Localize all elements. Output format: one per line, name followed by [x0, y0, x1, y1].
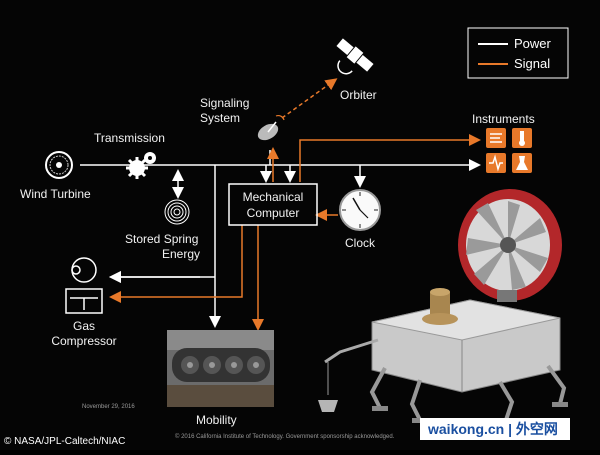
power-lines — [80, 150, 481, 328]
gas-compressor-label-1: Gas — [73, 319, 95, 333]
wind-turbine-label: Wind Turbine — [20, 187, 91, 201]
wind-turbine-icon — [45, 151, 73, 179]
watermark-bg — [420, 418, 570, 440]
gears-icon — [126, 152, 156, 179]
signaling-system-label-2: System — [200, 111, 240, 125]
mobility-label: Mobility — [196, 413, 237, 427]
stored-spring-energy-label-1: Stored Spring — [125, 232, 198, 246]
clock-icon — [339, 189, 381, 231]
signaling-system-label-1: Signaling — [200, 96, 249, 110]
mechanical-computer-label-1: Mechanical — [243, 190, 304, 204]
legend-power-label: Power — [514, 36, 552, 51]
spring-spiral-icon — [164, 199, 190, 225]
footer-date: November 29, 2016 — [82, 404, 135, 410]
satellite-dish-icon — [257, 114, 285, 141]
orbiter-label: Orbiter — [340, 88, 377, 102]
transmission-label: Transmission — [94, 131, 165, 145]
signal-lines — [109, 78, 481, 331]
instrument-tiles — [486, 128, 532, 173]
mechanical-computer-box: Mechanical Computer — [228, 183, 318, 226]
clock-label: Clock — [345, 236, 376, 250]
legend-signal-label: Signal — [514, 56, 550, 71]
image-credit: © NASA/JPL-Caltech/NIAC — [4, 436, 125, 447]
gas-compressor-icon — [65, 257, 103, 314]
mechanical-computer-label-2: Computer — [247, 206, 300, 220]
legend: Power Signal — [467, 27, 569, 79]
gas-compressor-label-2: Compressor — [51, 334, 116, 348]
stored-spring-energy-label-2: Energy — [162, 247, 200, 261]
rover-mast — [430, 292, 450, 318]
instruments-label: Instruments — [472, 112, 535, 126]
mobility-photo — [167, 330, 274, 407]
satellite-icon — [336, 38, 374, 75]
watermark-text: waikong.cn | 外空网 — [427, 421, 558, 437]
footer-copyright: © 2016 California Institute of Technolog… — [175, 433, 395, 440]
